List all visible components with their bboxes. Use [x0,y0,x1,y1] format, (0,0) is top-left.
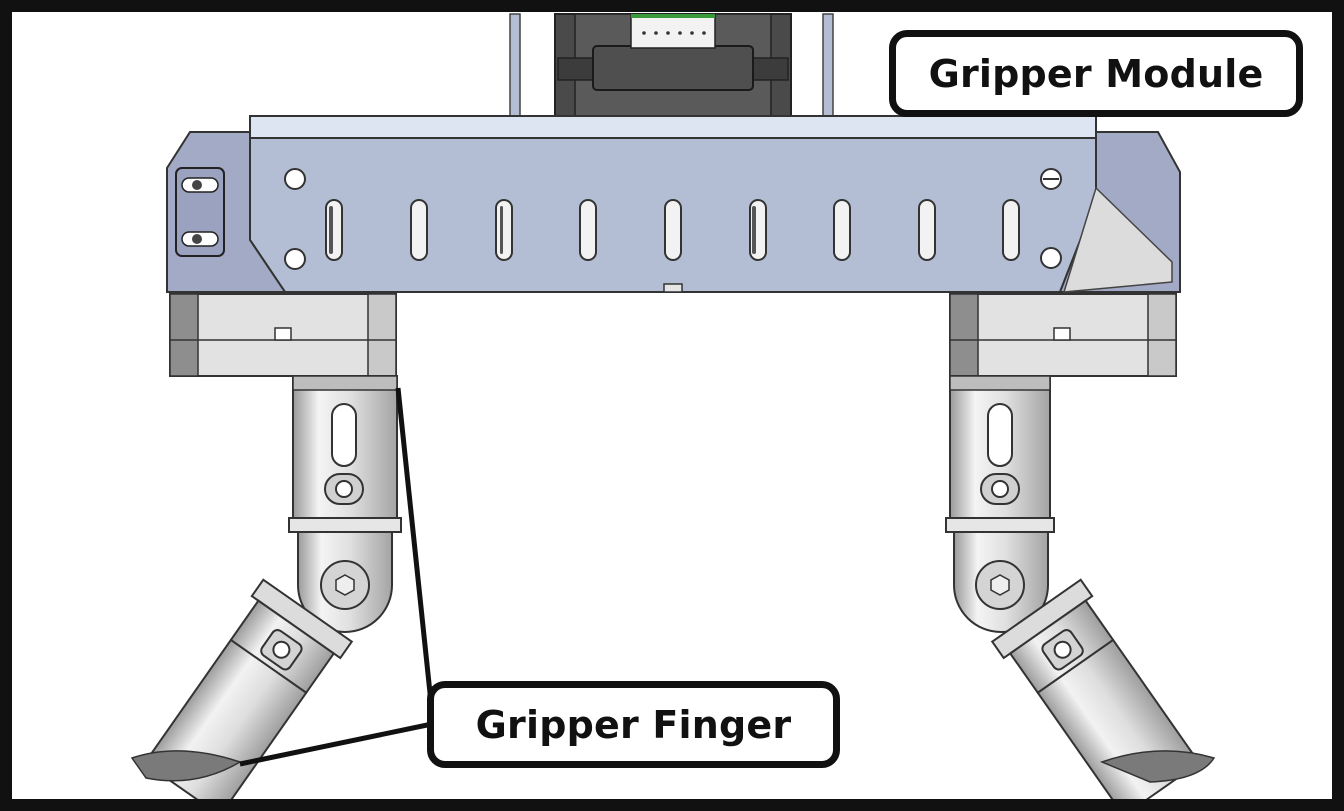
gripper-module-label: Gripper Module [889,30,1303,117]
right-finger-carriage [949,293,1177,377]
gripper-finger-label: Gripper Finger [427,681,840,768]
finger-callout-leader [239,387,435,767]
gripper-module-plate [166,115,1181,293]
left-finger-carriage [169,293,397,377]
motor-assembly [509,13,834,119]
right-gripper-finger [945,375,1216,811]
left-gripper-finger [130,375,402,811]
connector [630,13,716,49]
